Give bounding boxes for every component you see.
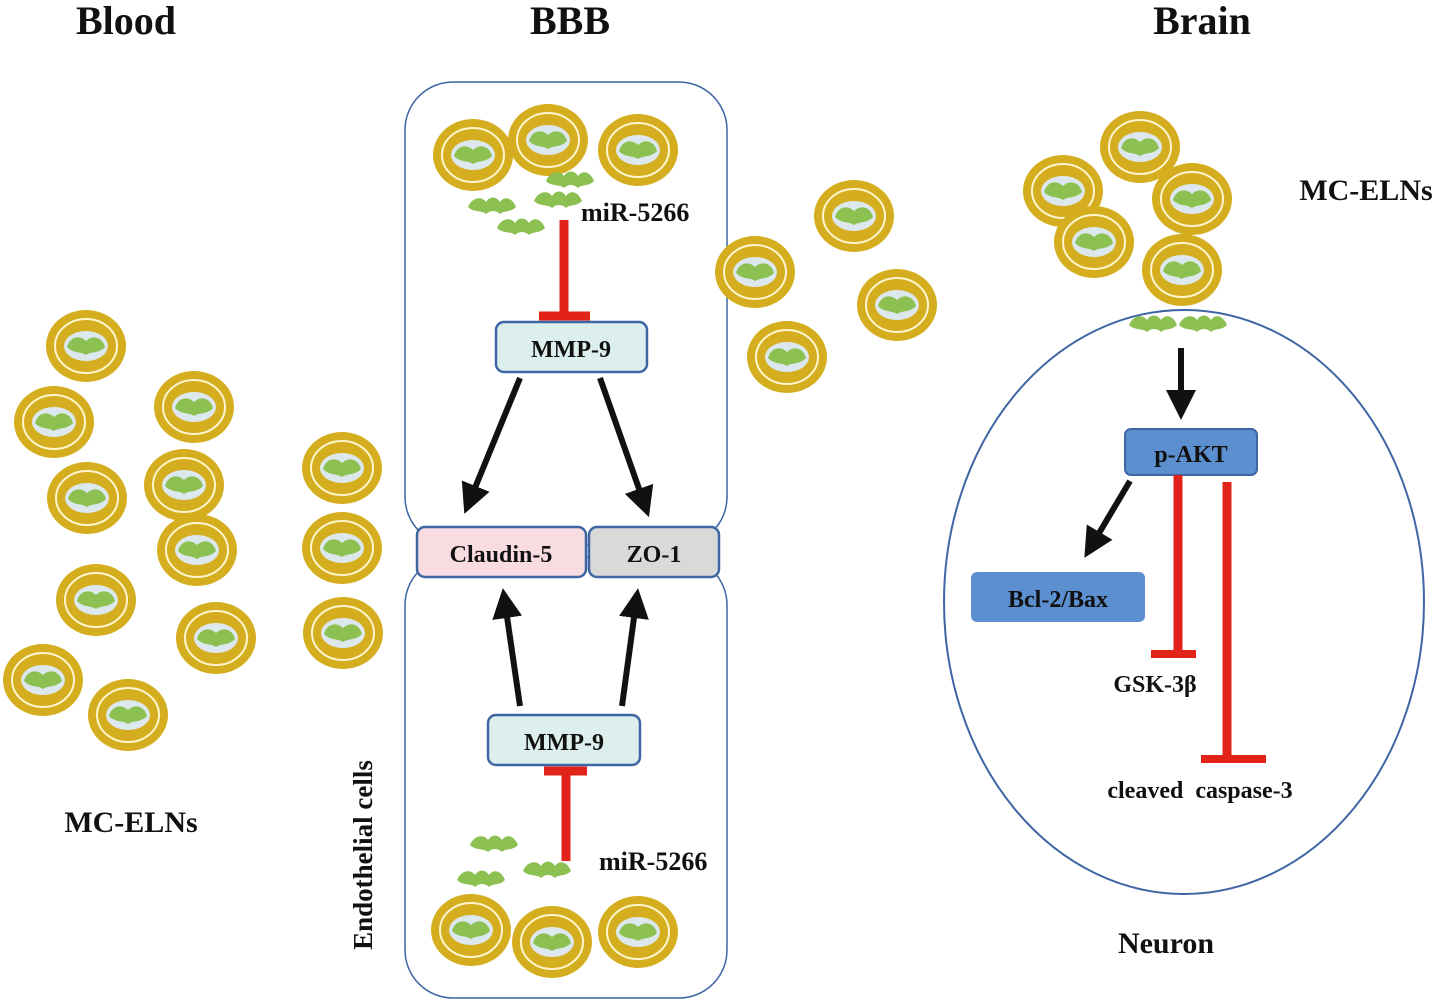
nanoparticle xyxy=(175,601,257,675)
nanoparticle xyxy=(430,893,512,967)
node-zo1-label: ZO-1 xyxy=(627,542,682,568)
arrow-mmp9-claudin5-top xyxy=(461,376,523,514)
nanoparticle xyxy=(597,895,679,969)
header-bbb: BBB xyxy=(530,0,610,43)
brain-nanoparticles xyxy=(1022,110,1233,307)
nanoparticle xyxy=(597,113,679,187)
arrow-pakt-bcl2bax xyxy=(1084,479,1133,558)
node-bcl2bax: Bcl-2/Bax xyxy=(971,572,1145,622)
blood-nanoparticles xyxy=(2,309,384,752)
node-mmp9-top-label: MMP-9 xyxy=(531,337,611,363)
node-bcl2bax-label: Bcl-2/Bax xyxy=(1008,587,1108,613)
nanoparticle xyxy=(143,448,225,522)
node-zo1: ZO-1 xyxy=(587,525,721,579)
label-endothelial-cells: Endothelial cells xyxy=(348,760,378,950)
nanoparticle xyxy=(302,596,384,670)
nanoparticle xyxy=(55,563,137,637)
nanoparticle xyxy=(507,103,589,177)
neuron-membrane xyxy=(943,309,1425,895)
nanoparticle xyxy=(2,643,84,717)
nanoparticle xyxy=(46,461,128,535)
nanoparticle xyxy=(813,179,895,253)
mirna xyxy=(1179,315,1227,332)
nanoparticle xyxy=(153,370,235,444)
nanoparticle xyxy=(1151,162,1233,236)
nanoparticle xyxy=(511,905,593,979)
nanoparticle xyxy=(1053,205,1135,279)
crossing-nanoparticles xyxy=(714,179,938,394)
node-claudin5-label: Claudin-5 xyxy=(450,542,553,568)
arrow-mmp9-claudin5-bottom xyxy=(492,588,523,707)
arrow-mmp9-zo1-top xyxy=(597,377,654,518)
nanoparticle xyxy=(1141,233,1223,307)
node-pakt: p-AKT xyxy=(1124,428,1258,476)
label-neuron: Neuron xyxy=(1118,927,1214,960)
node-mmp9-top: MMP-9 xyxy=(494,320,649,374)
node-mmp9-bottom-label: MMP-9 xyxy=(524,730,604,756)
nanoparticle xyxy=(301,511,383,585)
nanoparticle xyxy=(156,513,238,587)
nanoparticle xyxy=(856,268,938,342)
nanoparticle xyxy=(432,118,514,192)
node-mmp9-bottom: MMP-9 xyxy=(486,713,642,767)
nanoparticle xyxy=(45,309,127,383)
label-blood-mc-elns: MC-ELNs xyxy=(64,806,197,839)
nanoparticle xyxy=(301,431,383,505)
label-mirna-top: miR-5266 xyxy=(581,198,689,227)
nanoparticle xyxy=(13,385,95,459)
mirna xyxy=(1129,315,1177,332)
node-claudin5: Claudin-5 xyxy=(415,525,588,579)
arrow-mmp9-zo1-bottom xyxy=(619,588,649,707)
node-gsk3b: GSK-3β xyxy=(1113,672,1196,698)
node-cleaved-caspase3: cleaved caspase-3 xyxy=(1107,778,1292,804)
header-brain: Brain xyxy=(1153,0,1251,43)
nanoparticle xyxy=(714,235,796,309)
label-mirna-bottom: miR-5266 xyxy=(599,847,707,876)
header-blood: Blood xyxy=(76,0,176,43)
nanoparticle xyxy=(746,320,828,394)
node-pakt-label: p-AKT xyxy=(1154,442,1227,468)
label-brain-mc-elns: MC-ELNs xyxy=(1299,174,1432,207)
nanoparticle xyxy=(87,678,169,752)
